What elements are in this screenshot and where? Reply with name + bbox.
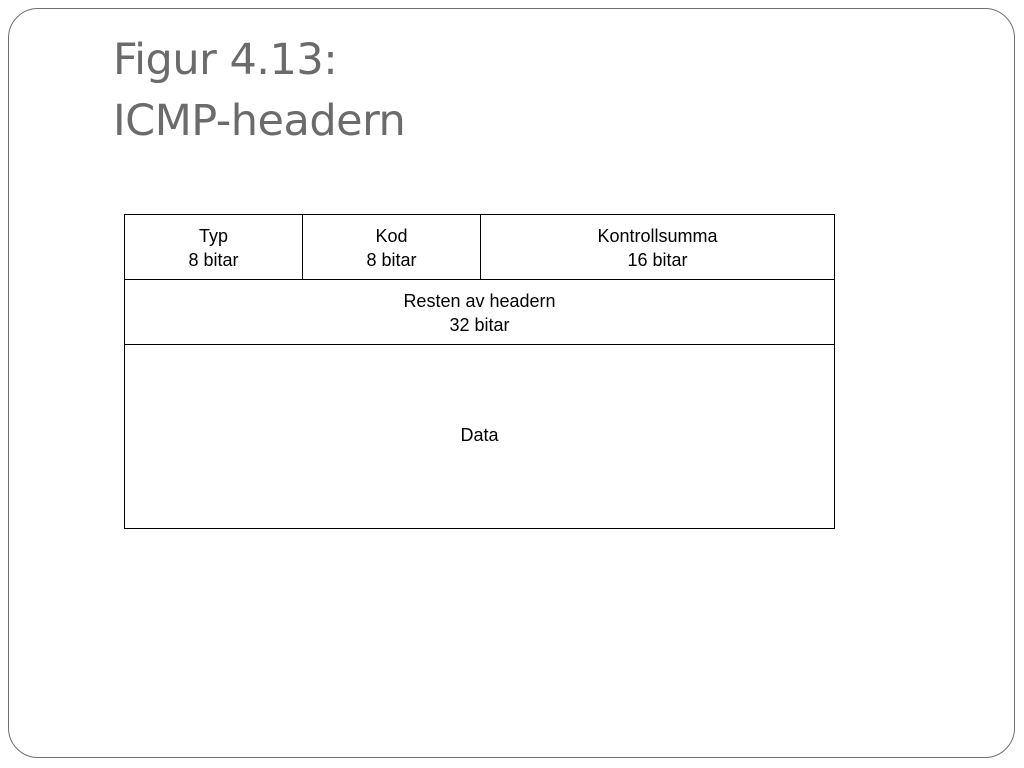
slide-title: Figur 4.13: ICMP-headern: [113, 30, 406, 152]
field-resten-name: Resten av headern: [403, 291, 556, 311]
field-kod: Kod 8 bitar: [303, 215, 481, 279]
header-row-1: Typ 8 bitar Kod 8 bitar Kontrollsumma 16…: [125, 215, 834, 280]
header-row-2: Resten av headern 32 bitar: [125, 280, 834, 345]
header-row-3: Data: [125, 345, 834, 528]
field-kontrollsumma-size: 16 bitar: [627, 250, 688, 270]
field-resten-size: 32 bitar: [449, 315, 510, 335]
icmp-header-diagram: Typ 8 bitar Kod 8 bitar Kontrollsumma 16…: [124, 214, 835, 529]
field-kontrollsumma-name: Kontrollsumma: [597, 226, 718, 246]
field-typ-name: Typ: [198, 226, 228, 246]
field-data-name: Data: [460, 424, 499, 445]
field-resten-av-headern: Resten av headern 32 bitar: [125, 280, 834, 344]
field-typ: Typ 8 bitar: [125, 215, 303, 279]
title-line-1: Figur 4.13:: [113, 35, 338, 85]
title-line-2: ICMP-headern: [113, 96, 406, 146]
field-kod-name: Kod: [375, 226, 408, 246]
field-data: Data: [125, 345, 834, 528]
slide-frame: [8, 8, 1015, 758]
field-kontrollsumma: Kontrollsumma 16 bitar: [481, 215, 834, 279]
field-kod-size: 8 bitar: [366, 250, 417, 270]
field-typ-size: 8 bitar: [188, 250, 239, 270]
